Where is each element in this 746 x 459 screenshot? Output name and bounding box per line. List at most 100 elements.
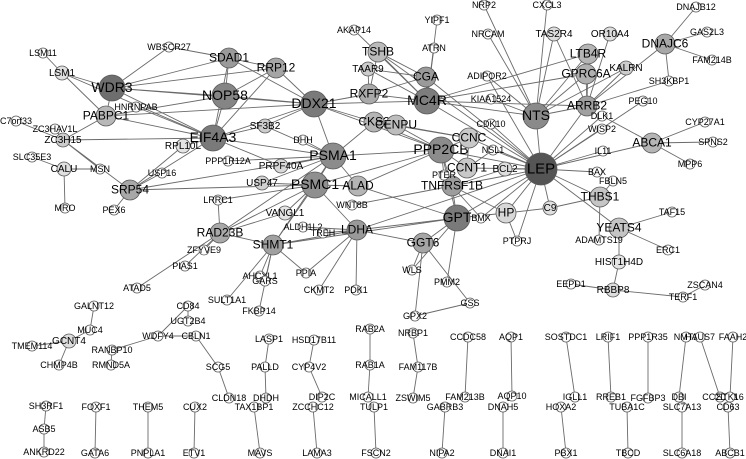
node-ggt6[interactable]: GGT6 (407, 232, 440, 254)
node-msn[interactable]: MSN (90, 163, 110, 175)
node-srp54[interactable]: SRP54 (111, 179, 149, 201)
node-gcnt4[interactable]: GCNT4 (52, 333, 86, 349)
node-wdfy4[interactable]: WDFY4 (142, 330, 174, 342)
node-dhdh[interactable]: DHDH (253, 392, 279, 404)
node-fgfbp3[interactable]: FGFBP3 (630, 392, 666, 404)
node-rmnd5a[interactable]: RMND5A (92, 359, 130, 371)
node-prpf40a[interactable]: PRPF40A (259, 158, 304, 174)
node-tshb[interactable]: TSHB (362, 41, 394, 63)
node-psma1[interactable]: PSMA1 (309, 142, 357, 170)
node-pter[interactable]: PTER (432, 169, 457, 181)
node-haus7[interactable]: HAUS7 (685, 331, 715, 343)
node-etv1[interactable]: ETV1 (183, 447, 206, 459)
node-psmc1[interactable]: PSMC1 (291, 171, 339, 199)
node-dlk1[interactable]: DLK1 (591, 110, 614, 122)
node-il11[interactable]: IL11 (595, 145, 612, 157)
node-aqp1[interactable]: AQP1 (499, 331, 523, 343)
node-gprc6a[interactable]: GPRC6A (561, 63, 611, 85)
node-cbln1[interactable]: CBLN1 (181, 330, 211, 342)
node-hsd17b11[interactable]: HSD17B11 (292, 334, 336, 346)
node-adamts19[interactable]: ADAMTS19 (575, 234, 623, 246)
node-rbbp8[interactable]: RBBP8 (597, 282, 630, 298)
node-adipor2[interactable]: ADIPOR2 (467, 70, 507, 82)
node-wdr3[interactable]: WDR3 (91, 74, 133, 102)
node-kiaa1524[interactable]: KIAA1524 (471, 93, 512, 105)
node-ppp1r35[interactable]: PPP1R35 (628, 331, 668, 343)
node-lrif1[interactable]: LRIF1 (596, 331, 621, 343)
node-cks2[interactable]: CKS2 (358, 111, 390, 133)
node-hoxa2[interactable]: HOXA2 (546, 401, 577, 413)
node-eif4a3[interactable]: EIF4A3 (190, 124, 237, 152)
node-usp47[interactable]: USP47 (246, 175, 278, 191)
node-faah2[interactable]: FAAH2 (719, 331, 746, 343)
node-slc7a13[interactable]: SLC7A13 (663, 401, 702, 413)
node-nrbp1[interactable]: NRBP1 (398, 327, 428, 339)
node-rrp12[interactable]: RRP12 (257, 57, 296, 79)
node-dnajb12[interactable]: DNAJB12 (676, 1, 716, 13)
node-wisp2[interactable]: WISP2 (588, 123, 616, 135)
node-yipf1[interactable]: YIPF1 (424, 14, 450, 26)
node-cdk10[interactable]: CDK10 (476, 118, 506, 130)
node-fam117b[interactable]: FAM117B (399, 361, 438, 373)
node-fam214b[interactable]: FAM214B (692, 54, 732, 66)
node-palld[interactable]: PALLD (251, 361, 279, 373)
node-lrrc1[interactable]: LRRC1 (203, 194, 233, 206)
node-or10a4[interactable]: OR10A4 (591, 26, 630, 42)
node-treh[interactable]: TREH (311, 227, 336, 239)
node-lsm1[interactable]: LSM1 (49, 65, 76, 81)
node-thbs1[interactable]: THBS1 (581, 186, 620, 208)
node-scg5[interactable]: SCG5 (206, 361, 231, 373)
node-bcl2[interactable]: BCL2 (492, 161, 518, 177)
node-chmp4b[interactable]: CHMP4B (40, 359, 78, 371)
node-spns2[interactable]: SPNS2 (698, 136, 728, 148)
node-pabpc1[interactable]: PABPC1 (83, 105, 130, 127)
node-pias1[interactable]: PIAS1 (172, 260, 198, 272)
node-dbi[interactable]: DBI (671, 391, 687, 403)
node-dip2c[interactable]: DIP2C (309, 391, 336, 403)
node-gss[interactable]: GSS (460, 297, 480, 309)
node-cyp4v2[interactable]: CYP4V2 (292, 361, 327, 373)
node-ddx21[interactable]: DDX21 (291, 90, 337, 118)
node-pmm2[interactable]: PMM2 (434, 276, 460, 288)
node-yeats4[interactable]: YEATS4 (596, 217, 642, 239)
node-akap14[interactable]: AKAP14 (337, 24, 371, 36)
node-rab2a[interactable]: RAB2A (355, 323, 385, 335)
node-taf15[interactable]: TAF15 (659, 206, 685, 218)
node-ccnt1[interactable]: CCNT1 (447, 157, 487, 179)
node-dhh[interactable]: DHH (293, 134, 313, 146)
node-mavs[interactable]: MAVS (248, 447, 273, 459)
node-stk16[interactable]: STK16 (716, 391, 744, 403)
node-them5[interactable]: THEM5 (133, 401, 164, 413)
node-gpt[interactable]: GPT (443, 204, 472, 232)
node-wbscr27[interactable]: WBSCR27 (147, 41, 191, 53)
node-atrn[interactable]: ATRN (422, 42, 446, 54)
node-nrcam[interactable]: NRCAM (472, 28, 505, 40)
node-rad23b[interactable]: RAD23B (197, 222, 244, 244)
node-fscn2[interactable]: FSCN2 (361, 447, 391, 459)
node-ccdc58[interactable]: CCDC58 (450, 331, 486, 343)
node-ldha[interactable]: LDHA (341, 219, 373, 241)
node-nop58[interactable]: NOP58 (202, 82, 248, 110)
node-tmem114[interactable]: TMEM114 (12, 340, 53, 352)
node-mpp6[interactable]: MPP6 (678, 158, 703, 170)
node-ankrd22[interactable]: ANKRD22 (23, 446, 65, 458)
node-pnpla1[interactable]: PNPLA1 (131, 447, 166, 459)
node-sf3b2[interactable]: SF3B2 (250, 118, 281, 134)
node-pex6[interactable]: PEX6 (102, 204, 126, 216)
node-gpx2[interactable]: GPX2 (403, 310, 427, 322)
node-rab1a[interactable]: RAB1A (355, 359, 385, 371)
node-bax[interactable]: BAX (588, 166, 606, 178)
node-aqp10[interactable]: AQP10 (497, 390, 527, 402)
node-zc3h15[interactable]: ZC3H15 (44, 132, 82, 148)
node-lsm11[interactable]: LSM11 (29, 47, 57, 59)
node-rpl10l[interactable]: RPL10L (165, 138, 202, 154)
node-cga[interactable]: CGA (413, 66, 439, 88)
node-c7orf33[interactable]: C7orf33 (0, 115, 32, 127)
node-zscan4[interactable]: ZSCAN4 (687, 279, 723, 291)
node-tax1bp1[interactable]: TAX1BP1 (235, 401, 274, 413)
node-gars[interactable]: GARS (252, 275, 278, 287)
node-abca1[interactable]: ABCA1 (632, 132, 672, 154)
node-tbcd[interactable]: TBCD (616, 447, 641, 459)
node-wls[interactable]: WLS (402, 264, 422, 276)
node-rreb1[interactable]: RREB1 (596, 391, 626, 403)
